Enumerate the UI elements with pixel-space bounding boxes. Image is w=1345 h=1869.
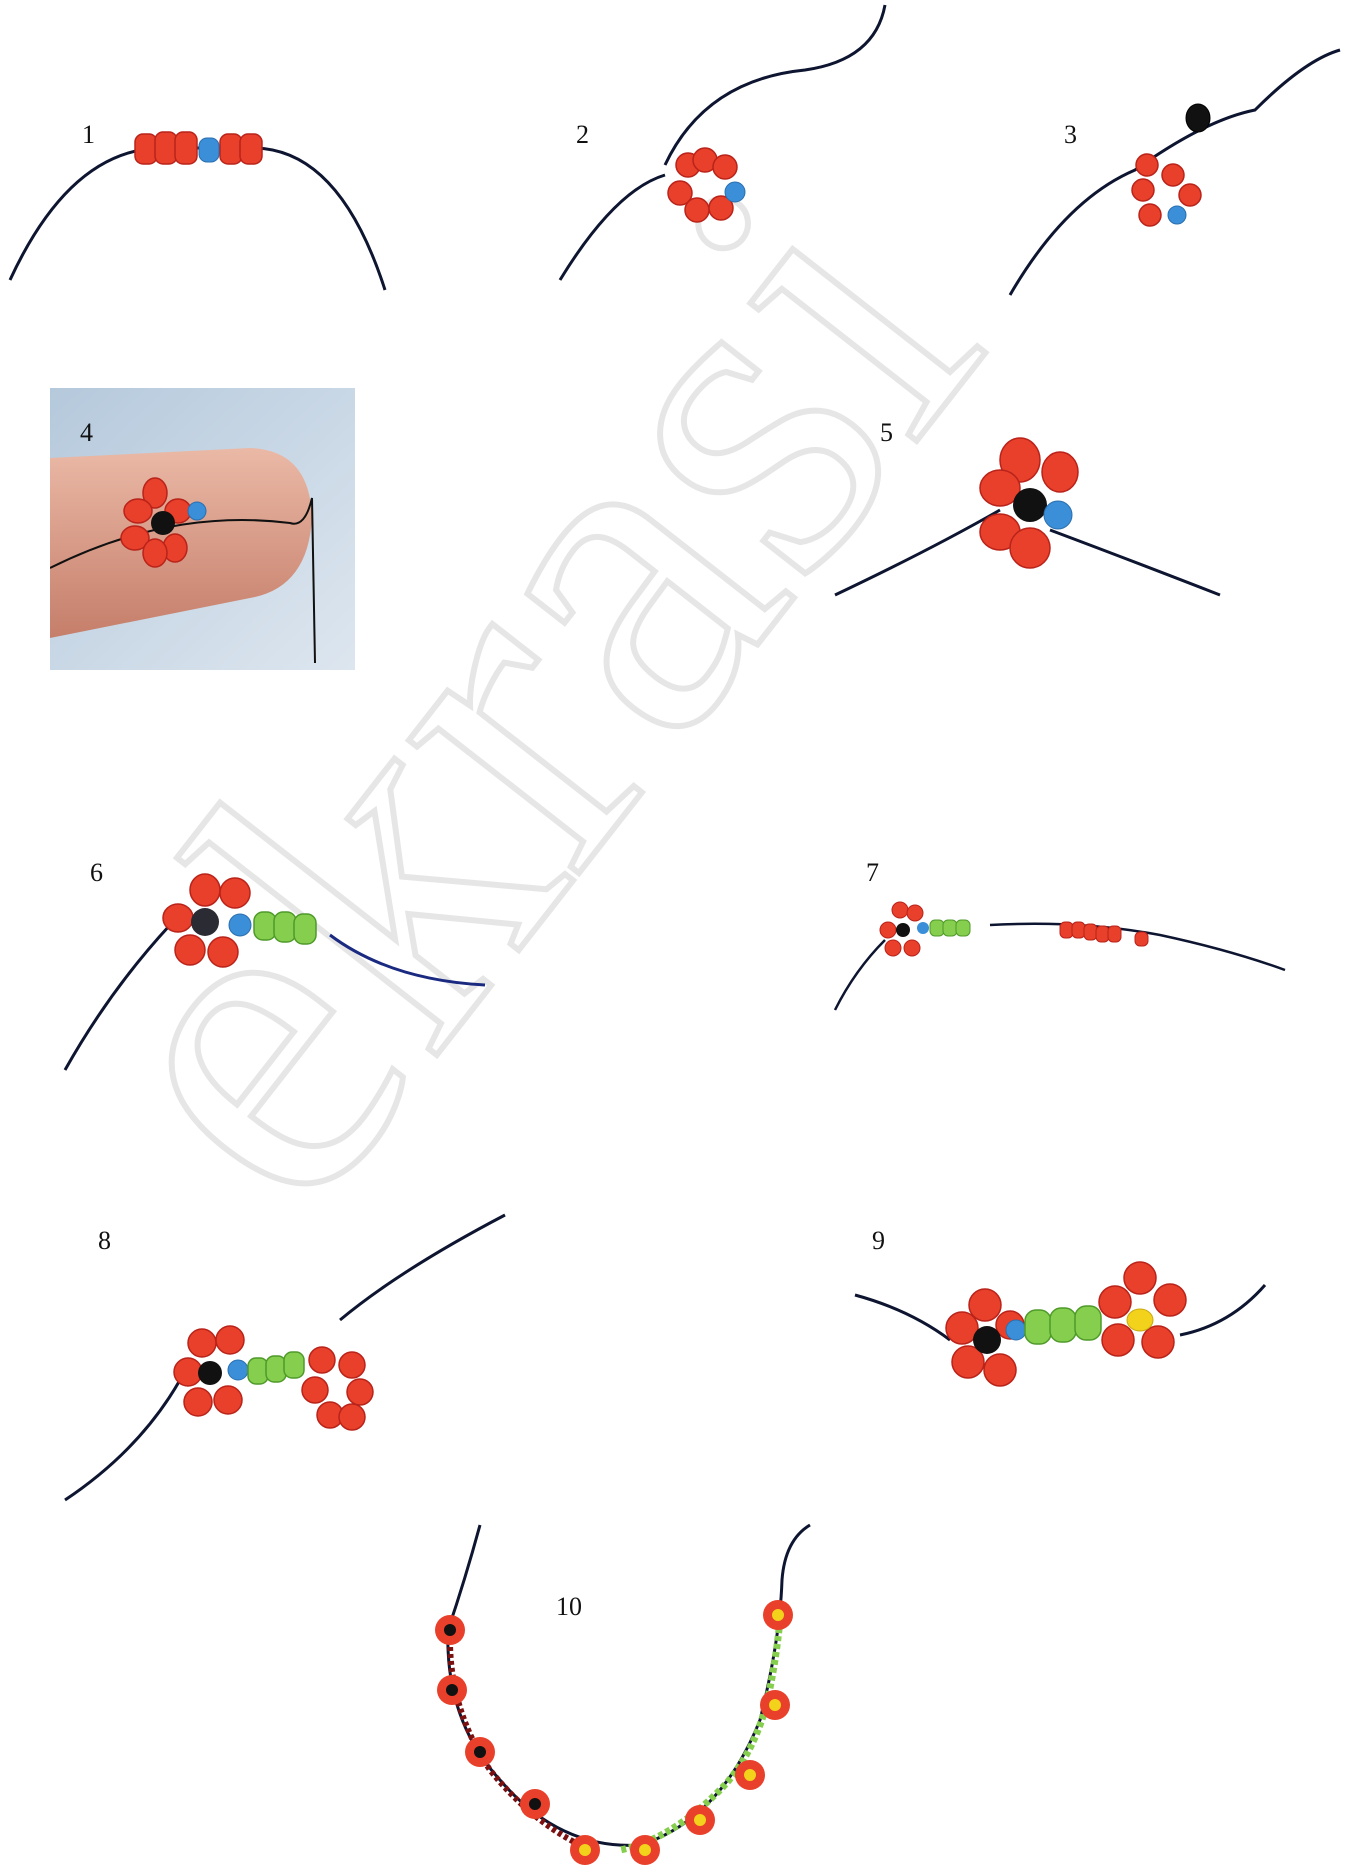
- step-3-photo: [1005, 40, 1345, 310]
- step-2-photo: [555, 0, 895, 290]
- step-1-photo: [0, 110, 400, 300]
- step-4-photo: [50, 388, 355, 670]
- step-7-photo: [830, 880, 1290, 1030]
- step-4-label: 4: [80, 418, 93, 448]
- step-8-photo: [60, 1210, 510, 1510]
- necklace-flowers: [435, 1600, 793, 1865]
- step-6-photo: [60, 860, 490, 1080]
- step-10-photo: [420, 1520, 820, 1869]
- step-9-photo: [850, 1230, 1280, 1410]
- step-5-photo: [830, 420, 1230, 620]
